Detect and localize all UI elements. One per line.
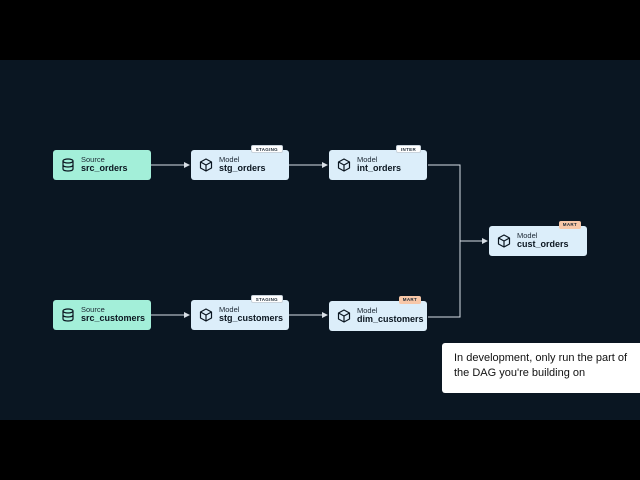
dag-canvas: Source src_orders Source src_customers S…: [0, 60, 640, 420]
inter-badge: INTER: [396, 145, 421, 153]
node-label: int_orders: [357, 163, 402, 174]
cube-icon: [199, 308, 213, 322]
node-kind: Model: [219, 305, 240, 315]
node-int-orders[interactable]: INTER Model int_orders: [329, 145, 427, 180]
edge-dim-customers-cust-orders: [428, 241, 461, 318]
node-src-customers[interactable]: Source src_customers: [53, 300, 151, 330]
database-icon: [62, 308, 74, 322]
node-kind: Source: [81, 155, 105, 165]
staging-badge: STAGING: [250, 295, 283, 303]
database-icon: [62, 158, 74, 172]
cube-icon: [337, 158, 351, 172]
staging-badge: STAGING: [250, 145, 283, 153]
node-kind: Source: [81, 305, 105, 315]
cube-icon: [497, 234, 511, 248]
node-kind: Model: [219, 155, 240, 165]
node-label: dim_customers: [357, 314, 424, 325]
mart-badge: MART: [558, 221, 581, 229]
node-label: src_customers: [81, 313, 146, 324]
node-label: cust_orders: [517, 239, 569, 250]
node-src-orders[interactable]: Source src_orders: [53, 150, 151, 180]
node-label: stg_customers: [219, 313, 284, 324]
cube-icon: [337, 309, 351, 323]
node-kind: Model: [357, 306, 378, 316]
node-label: stg_orders: [219, 163, 266, 174]
edge-int-orders-cust-orders: [428, 164, 461, 241]
node-stg-orders[interactable]: STAGING Model stg_orders: [191, 145, 289, 180]
callout-note: In development, only run the part of the…: [442, 343, 640, 393]
node-label: src_orders: [81, 163, 128, 174]
cube-icon: [199, 158, 213, 172]
mart-badge: MART: [398, 296, 421, 304]
node-cust-orders[interactable]: MART Model cust_orders: [489, 221, 587, 256]
node-stg-customers[interactable]: STAGING Model stg_customers: [191, 295, 289, 330]
node-kind: Model: [517, 231, 538, 241]
node-kind: Model: [357, 155, 378, 165]
dag-edges: [151, 162, 488, 318]
node-dim-customers[interactable]: MART Model dim_customers: [329, 296, 427, 331]
